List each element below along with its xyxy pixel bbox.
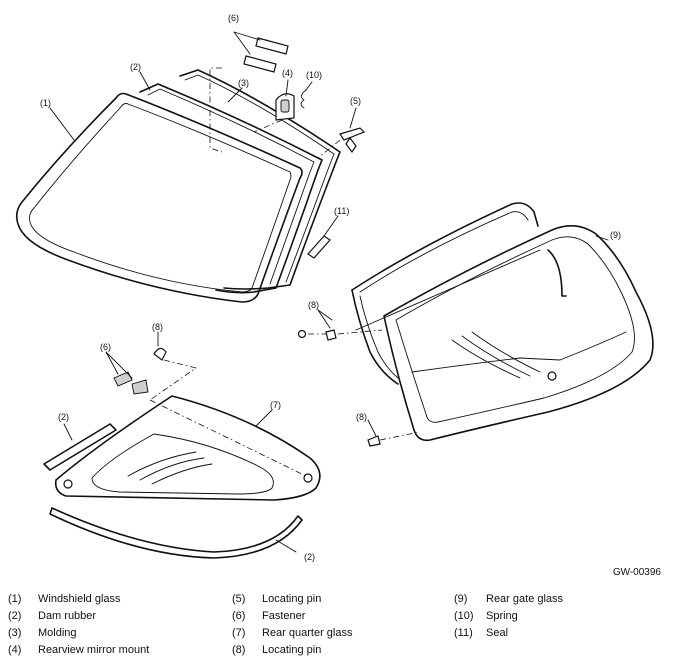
legend-num: (3) bbox=[8, 627, 22, 639]
rear-gate-assembly bbox=[297, 202, 654, 447]
legend-label: Rear quarter glass bbox=[262, 627, 353, 639]
legend-num: (8) bbox=[232, 644, 246, 656]
rear-quarter-glass-part bbox=[54, 395, 321, 501]
windshield-glass-part bbox=[15, 92, 303, 303]
dam-rubber-part bbox=[139, 83, 323, 294]
callout-11: (11) bbox=[334, 206, 349, 216]
rear-gate-glass-part bbox=[383, 225, 654, 442]
legend-label: Windshield glass bbox=[38, 593, 121, 605]
legend-item: (1) Windshield glass bbox=[8, 593, 121, 605]
legend-item: (9) Rear gate glass bbox=[454, 593, 563, 605]
callout-8-quarter: (8) bbox=[152, 322, 163, 332]
legend-num: (6) bbox=[232, 610, 246, 622]
callout-7: (7) bbox=[270, 400, 281, 410]
legend-item: (3) Molding bbox=[8, 627, 77, 639]
callout-1: (1) bbox=[40, 98, 51, 108]
legend-num: (2) bbox=[8, 610, 22, 622]
callout-6-quarter: (6) bbox=[100, 342, 111, 352]
legend-num: (4) bbox=[8, 644, 22, 656]
locating-pin-quarter bbox=[149, 331, 197, 401]
callout-2-quarter-upper: (2) bbox=[58, 412, 69, 422]
diagram-code: GW-00396 bbox=[612, 567, 661, 578]
callout-labels: (1) (2) (3) (4) (5) (6) (10) (11) (9) (8… bbox=[40, 13, 621, 562]
callout-8-rear-gate-lower: (8) bbox=[356, 412, 367, 422]
callout-5: (5) bbox=[350, 96, 361, 106]
locating-pin-rear-gate-upper bbox=[297, 309, 383, 341]
windshield-assembly bbox=[15, 31, 366, 303]
legend-num: (10) bbox=[454, 610, 474, 622]
callout-8-rear-gate-upper: (8) bbox=[308, 300, 319, 310]
callout-2-quarter-lower: (2) bbox=[304, 552, 315, 562]
legend-label: Locating pin bbox=[262, 644, 322, 656]
callout-3: (3) bbox=[238, 78, 249, 88]
legend-num: (7) bbox=[232, 627, 246, 639]
legend-label: Seal bbox=[486, 627, 509, 639]
rear-quarter-inner-edge bbox=[91, 433, 274, 495]
seal-part bbox=[307, 215, 339, 259]
legend-num: (9) bbox=[454, 593, 468, 605]
legend-label: Molding bbox=[38, 627, 77, 639]
fastener-windshield bbox=[209, 31, 289, 153]
quarter-hole-left bbox=[63, 479, 73, 489]
legend-item: (10) Spring bbox=[454, 610, 518, 622]
legend-label: Rearview mirror mount bbox=[38, 644, 150, 656]
rear-gate-hole bbox=[547, 371, 557, 381]
callout-9: (9) bbox=[610, 230, 621, 240]
legend-item: (2) Dam rubber bbox=[8, 610, 96, 622]
callout-4: (4) bbox=[282, 68, 293, 78]
legend-num: (5) bbox=[232, 593, 246, 605]
locating-pin-windshield bbox=[317, 107, 366, 159]
legend-item: (8) Locating pin bbox=[232, 644, 321, 656]
fastener-quarter bbox=[105, 351, 149, 395]
quarter-dam-rubber-upper bbox=[43, 423, 117, 471]
legend-label: Rear gate glass bbox=[486, 593, 564, 605]
legend-label: Dam rubber bbox=[38, 610, 97, 622]
locating-pin-rear-gate-lower bbox=[367, 419, 421, 447]
parts-legend: (1) Windshield glass (2) Dam rubber (3) Mol… bbox=[0, 593, 673, 663]
quarter-hole-right bbox=[303, 473, 313, 483]
legend-item: (6) Fastener bbox=[232, 610, 305, 622]
quarter-dam-rubber-lower bbox=[49, 507, 303, 559]
legend-item: (7) Rear quarter glass bbox=[232, 627, 353, 639]
legend-item: (4) Rearview mirror mount bbox=[8, 644, 149, 656]
callout-6-windshield: (6) bbox=[228, 13, 239, 23]
rearview-mirror-mount-part bbox=[253, 79, 295, 133]
legend-label: Locating pin bbox=[262, 593, 322, 605]
legend-num: (11) bbox=[454, 627, 473, 639]
molding-part bbox=[179, 69, 341, 290]
legend-label: Fastener bbox=[262, 610, 306, 622]
rear-quarter-assembly bbox=[43, 331, 321, 559]
rear-dam-rubber bbox=[351, 202, 539, 291]
legend-label: Spring bbox=[486, 610, 518, 622]
callout-10: (10) bbox=[306, 70, 322, 80]
exploded-parts-diagram: (1) (2) (3) (4) (5) (6) (10) (11) (9) (8… bbox=[15, 13, 654, 562]
legend-num: (1) bbox=[8, 593, 22, 605]
spring-part bbox=[300, 89, 307, 109]
rear-gate-inner-edge bbox=[395, 236, 635, 423]
legend-item: (11) Seal bbox=[454, 627, 508, 639]
rear-gate-spring bbox=[547, 249, 567, 297]
callout-2-windshield: (2) bbox=[130, 62, 141, 72]
windshield-inner-edge bbox=[29, 103, 292, 293]
legend-item: (5) Locating pin bbox=[232, 593, 321, 605]
